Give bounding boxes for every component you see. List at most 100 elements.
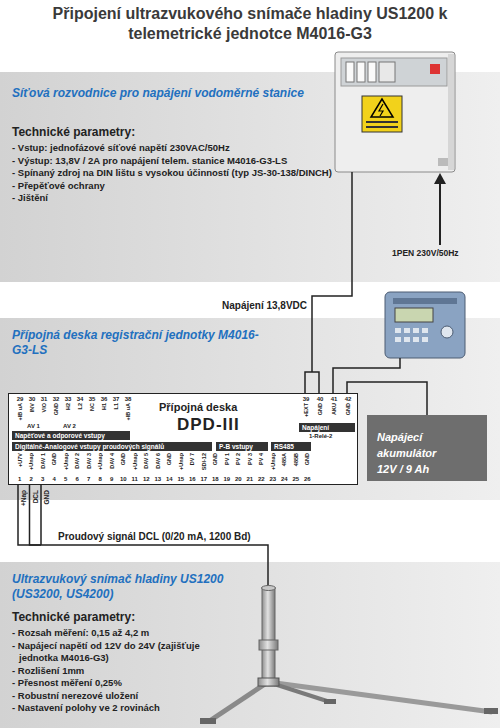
pin-name: VIO — [39, 403, 49, 412]
pin-name: PV 4 — [256, 453, 266, 465]
terminal-number: 7 — [83, 476, 95, 483]
terminal-number: 3 — [37, 476, 49, 483]
pin-name: +Unap — [95, 453, 105, 470]
pin-name: PV 3 — [245, 453, 255, 465]
terminal-number: 31 — [39, 396, 49, 403]
pin-name: 485B — [291, 453, 301, 466]
pin-name: DV 7 — [187, 453, 197, 465]
pin-name: AKU — [329, 403, 339, 415]
pin-name: L2 — [75, 403, 85, 409]
pin-name: +Unap — [61, 453, 71, 470]
terminal-number: 5 — [60, 476, 72, 483]
terminal-number: 9 — [106, 476, 118, 483]
pin-name: PV 1 — [222, 453, 232, 465]
battery-box: Napájecí akumulátor12V / 9 Ah — [367, 415, 487, 481]
mains-label: 1PEN 230V/50Hz — [392, 248, 459, 258]
pin-name: L1 — [111, 403, 121, 409]
param-item: - Přepěťové ochrany — [12, 180, 344, 193]
terminal-number: 33 — [63, 396, 73, 403]
sensor-band: Ultrazvukový snímač hladiny US1200 (US32… — [0, 562, 500, 728]
terminal-number: 2 — [26, 476, 38, 483]
terminal-number: 12 — [141, 476, 153, 483]
pin-name: GND — [302, 453, 312, 465]
terminal-number: 23 — [267, 476, 279, 483]
band-heading: Síťová rozvodnice pro napájení vodoměrné… — [12, 86, 342, 101]
terminal-number: 39 — [301, 396, 311, 403]
pin-name: PV 2 — [233, 453, 243, 465]
pin-name: +IB uA — [123, 403, 133, 421]
pin-name: H1 — [99, 403, 109, 410]
terminal-number: 25 — [290, 476, 302, 483]
relay-label: 1-Relé-2 — [309, 433, 332, 440]
param-item: - Rozsah měření: 0,15 až 4,2 m — [12, 627, 209, 640]
terminal-number: 11 — [129, 476, 141, 483]
terminal-number: 6 — [72, 476, 84, 483]
wire-name: DCL — [32, 490, 40, 503]
params-heading: Technické parametry: — [12, 125, 488, 140]
pin-name: +Unap — [130, 453, 140, 470]
group-label: AV 2 — [63, 423, 76, 430]
section-bar: RS485 — [271, 442, 311, 451]
pin-name: NC — [87, 403, 97, 411]
terminal-number: 41 — [329, 396, 339, 403]
pin-name: GND — [164, 453, 174, 465]
param-item: - Rozlišení 1mm — [12, 665, 209, 678]
battery-text: 12V / 9 Ah — [377, 461, 477, 477]
pin-name: DAV 3 — [84, 453, 94, 469]
battery-text: Napájecí akumulátor — [377, 429, 477, 461]
params-heading: Technické parametry: — [12, 610, 488, 625]
terminal-number: 16 — [187, 476, 199, 483]
terminal-number: 1 — [14, 476, 26, 483]
unit-strip — [393, 298, 457, 304]
terminal-number: 36 — [99, 396, 109, 403]
terminal-number: 10 — [118, 476, 130, 483]
section-bar: Napěťové a odporové vstupy — [12, 431, 130, 440]
logger-band: Přípojná deska registrační jednotky M401… — [0, 318, 500, 500]
terminal-number: 20 — [233, 476, 245, 483]
pin-name: DAV 5 — [141, 453, 151, 469]
terminal-number: 30 — [27, 396, 37, 403]
terminal-number: 35 — [87, 396, 97, 403]
param-item: - Robustní nerezové uložení — [12, 690, 209, 703]
board-title: Přípojná deska — [159, 401, 237, 414]
terminal-number: 32 — [51, 396, 61, 403]
pin-name: +EXT — [301, 403, 311, 417]
param-item: - Nastavení polohy ve 2 rovinách — [12, 702, 209, 715]
edge-label: Proudový signál DCL (0/20 mA, 1200 Bd) — [58, 531, 251, 543]
terminal-number: 19 — [221, 476, 233, 483]
param-item: - Jištění — [12, 192, 344, 205]
pin-name: GND — [118, 453, 128, 465]
pin-name: +Unap — [26, 453, 36, 470]
param-item: - Vstup: jednofázové síťové napětí 230VA… — [12, 142, 344, 155]
wire-name: GND — [43, 490, 51, 504]
diagram-title: Připojení ultrazvukového snímače hladiny… — [0, 4, 500, 44]
terminal-number: 26 — [302, 476, 314, 483]
pin-name: GND — [49, 453, 59, 465]
section-bar: Digitálně-Analogové vstupy proudových si… — [12, 442, 212, 451]
pin-name: +U7V — [15, 453, 25, 467]
pin-name: SDI-12 — [199, 453, 209, 470]
terminal-number: 29 — [15, 396, 25, 403]
pin-name: DAV 4 — [107, 453, 117, 469]
pin-name: GND — [343, 403, 353, 415]
terminal-number: 4 — [49, 476, 61, 483]
edge-label: Napájení 13,8VDC — [222, 300, 307, 312]
terminal-number: 13 — [152, 476, 164, 483]
terminal-number: 15 — [175, 476, 187, 483]
param-item: - Přesnost měření 0,25% — [12, 677, 209, 690]
band-heading: Ultrazvukový snímač hladiny US1200 (US32… — [12, 572, 257, 602]
pin-name: DAV 1 — [38, 453, 48, 469]
section-bar: P-B vstupy — [216, 442, 268, 451]
terminal-number: 8 — [95, 476, 107, 483]
pin-name: GND — [315, 403, 325, 415]
wire-name: +Nap — [20, 490, 28, 506]
pin-name: GND — [210, 453, 220, 465]
board-model: DPD-III — [177, 415, 240, 434]
group-label: AV 1 — [27, 423, 40, 430]
terminal-number: 21 — [244, 476, 256, 483]
section-bar: Napájení — [299, 423, 355, 432]
pin-name: 485A — [279, 453, 289, 466]
pin-name: DAV 6 — [153, 453, 163, 469]
terminal-number: 14 — [164, 476, 176, 483]
